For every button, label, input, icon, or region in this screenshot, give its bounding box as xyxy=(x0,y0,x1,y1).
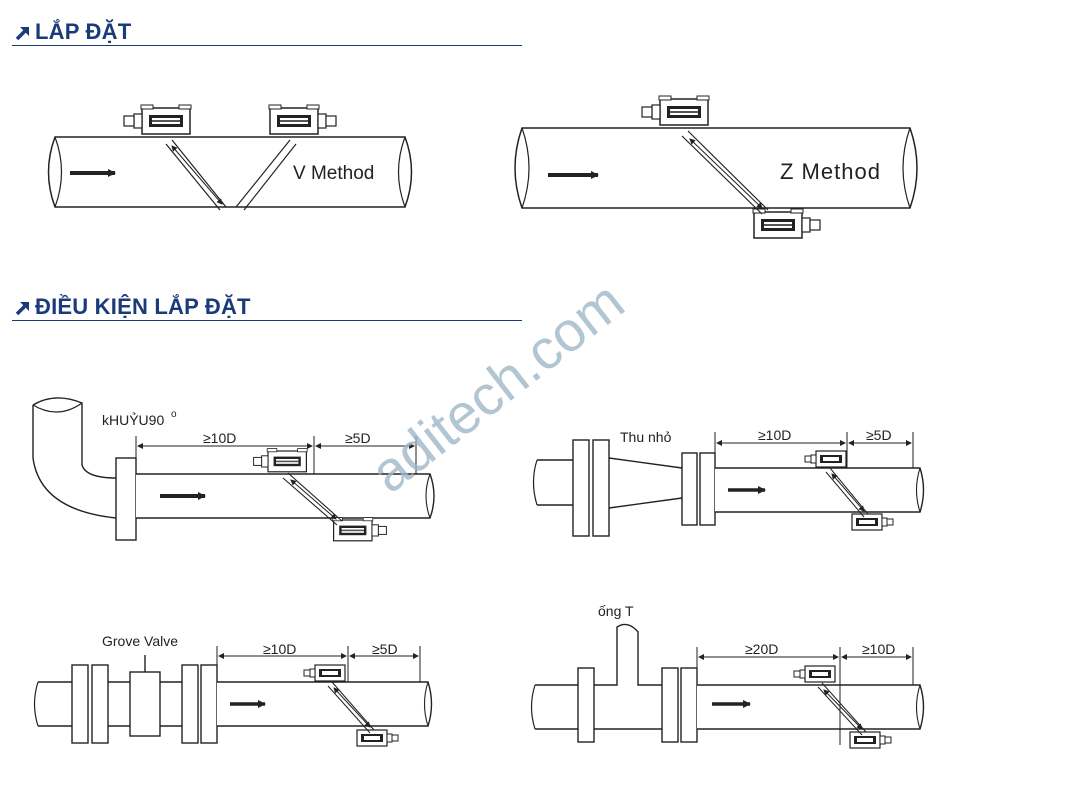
signal-path xyxy=(681,130,769,215)
section-header-conditions: ĐIỀU KIỆN LẮP ĐẶT xyxy=(12,290,522,321)
pipe-flange xyxy=(181,664,199,744)
elbow-label: kHUỶU90 xyxy=(102,412,164,428)
pipe-flange xyxy=(71,664,89,744)
transducer-bottom xyxy=(332,517,387,542)
pipe-flange xyxy=(91,664,109,744)
elbow-downstream-label: ≥5D xyxy=(345,430,371,446)
pipe-flange xyxy=(680,667,698,743)
v-method-diagram: V Method xyxy=(47,104,413,211)
elbow-pipe xyxy=(32,397,117,479)
elbow-label-superscript: o xyxy=(171,409,177,420)
tee-downstream-label: ≥10D xyxy=(862,641,895,657)
valve-label: Grove Valve xyxy=(102,633,178,649)
pipe-flange xyxy=(115,457,137,541)
tee-branch xyxy=(594,623,662,686)
pipe-body xyxy=(697,684,925,730)
reducer-label: Thu nhỏ xyxy=(620,429,672,445)
transducer-top xyxy=(303,664,346,682)
arrow-up-right-icon xyxy=(15,26,30,41)
transducer-top xyxy=(641,95,710,126)
transducer-bottom xyxy=(849,731,892,749)
section-title-conditions: ĐIỀU KIỆN LẮP ĐẶT xyxy=(35,294,251,319)
z-method-diagram: Z Method xyxy=(514,95,918,239)
pipe-flange xyxy=(592,439,610,537)
valve-upstream-label: ≥10D xyxy=(263,641,296,657)
pipe-flange xyxy=(661,667,679,743)
tee-upstream-label: ≥20D xyxy=(745,641,778,657)
pipe-flange xyxy=(577,667,595,743)
section-title-install: LẮP ĐẶT xyxy=(35,19,132,44)
signal-path xyxy=(165,139,297,211)
valve-body xyxy=(129,671,161,737)
reducer-section xyxy=(608,457,683,509)
condition-valve: ≥10D ≥5D Grove Valve xyxy=(33,633,433,747)
reducer-upstream-label: ≥10D xyxy=(758,427,791,443)
transducer-top xyxy=(804,450,847,468)
tee-label: ống T xyxy=(598,603,634,619)
z-method-label: Z Method xyxy=(780,159,881,184)
transducer-bottom xyxy=(851,513,894,531)
v-method-label: V Method xyxy=(293,163,374,184)
transducer-upstream xyxy=(123,104,192,135)
transducer-downstream xyxy=(268,104,337,135)
transducer-bottom xyxy=(356,729,399,747)
transducer-bottom xyxy=(752,208,821,239)
transducer-top xyxy=(793,665,836,683)
condition-reducer: ≥10D ≥5D Thu nhỏ xyxy=(532,427,925,537)
valve-downstream-label: ≥5D xyxy=(372,641,398,657)
pipe-flange xyxy=(200,664,218,744)
reducer-downstream-label: ≥5D xyxy=(866,427,892,443)
section-header-install: LẮP ĐẶT xyxy=(12,15,522,46)
pipe-flange xyxy=(699,452,716,526)
elbow-upstream-label: ≥10D xyxy=(203,430,236,446)
pipe-flange xyxy=(572,439,590,537)
transducer-top xyxy=(252,447,308,473)
condition-elbow: ≥10D ≥5D kHUỶU90 o xyxy=(32,397,435,542)
arrow-up-right-icon xyxy=(15,301,30,316)
pipe-flange xyxy=(681,452,698,526)
condition-tee: ≥20D ≥10D ống T xyxy=(530,603,925,749)
